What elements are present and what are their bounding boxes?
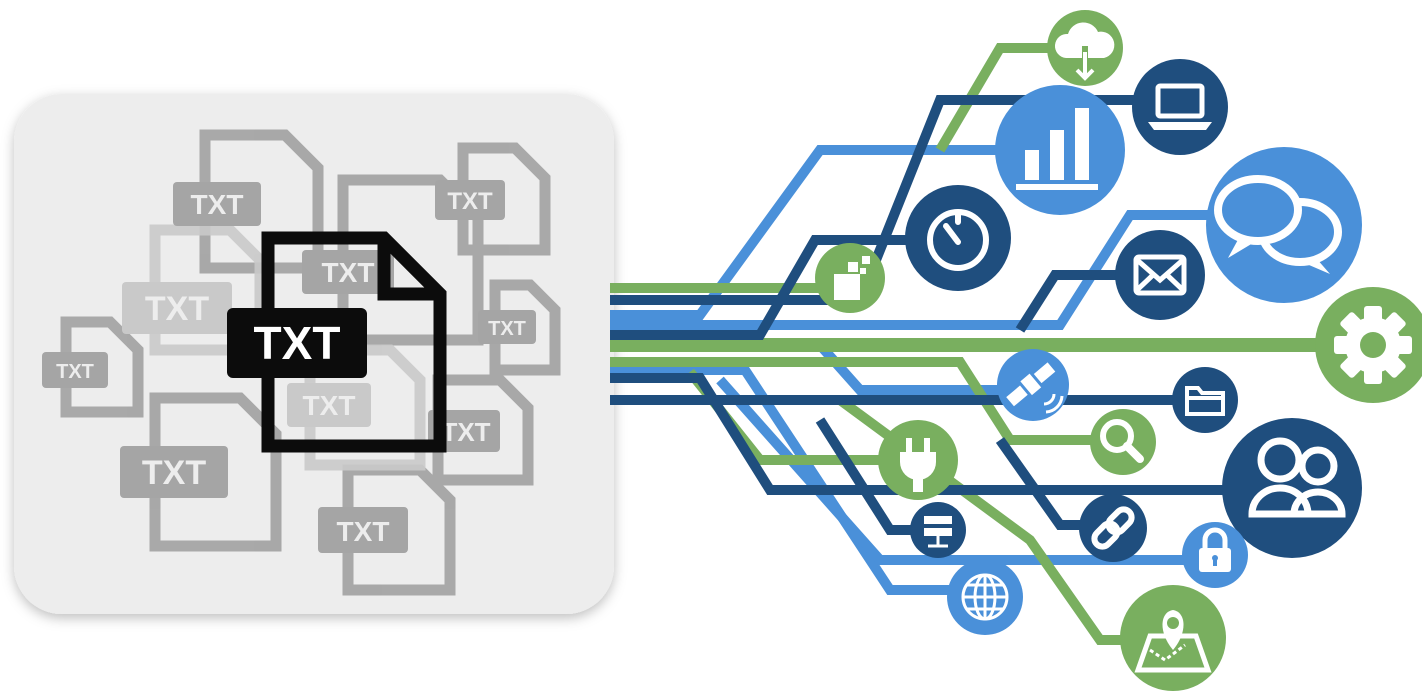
satellite-icon	[997, 349, 1069, 421]
txt-label-plate	[287, 383, 371, 427]
txt-label-plate	[302, 250, 394, 294]
txt-document-icon	[60, 316, 144, 418]
txt-document-icon	[489, 279, 561, 376]
txt-document-icon	[432, 374, 534, 486]
txt-label: TXT	[56, 361, 94, 383]
envelope-icon	[1115, 230, 1205, 320]
txt-label: TXT	[337, 516, 390, 547]
cloud-download-icon	[1047, 10, 1123, 86]
main-txt-label: TXT	[254, 317, 341, 369]
search-icon	[1090, 409, 1156, 475]
bar-chart-icon	[995, 85, 1125, 215]
txt-label: TXT	[303, 390, 356, 421]
server-icon	[910, 502, 966, 558]
txt-label: TXT	[441, 417, 490, 447]
txt-label: TXT	[322, 257, 375, 288]
timer-icon	[905, 185, 1011, 291]
txt-label: TXT	[191, 189, 244, 220]
txt-document-icon	[199, 129, 324, 274]
txt-label: TXT	[447, 188, 493, 215]
txt-document-icon	[149, 392, 282, 552]
txt-document-icon	[261, 231, 447, 453]
map-pin-icon	[1120, 585, 1226, 691]
txt-label-plate	[435, 180, 505, 220]
txt-label-plate	[120, 446, 228, 498]
users-icon	[1222, 418, 1362, 558]
icon-nodes	[815, 10, 1422, 691]
folder-icon	[1172, 367, 1238, 433]
document-corner-fold	[377, 238, 440, 301]
lock-icon	[1182, 522, 1248, 588]
chat-bubbles-icon	[1206, 147, 1362, 303]
txt-label: TXT	[488, 318, 526, 340]
laptop-icon	[1132, 59, 1228, 155]
txt-panel: TXT TXT TXT TXT TXT TXT TXT TXT TXT TXT	[14, 94, 614, 614]
txt-label-plate	[42, 352, 108, 388]
globe-icon	[947, 559, 1023, 635]
txt-label-plate	[122, 282, 232, 334]
txt-label-plate	[318, 507, 408, 553]
gear-icon	[1315, 287, 1422, 403]
link-icon	[1079, 494, 1147, 562]
txt-label-plate	[478, 310, 536, 344]
txt-document-icon	[457, 142, 551, 256]
txt-label: TXT	[142, 454, 206, 492]
txt-label: TXT	[145, 290, 209, 328]
main-txt-document: TXT	[227, 231, 447, 453]
txt-label-plate	[173, 182, 261, 226]
main-txt-label-plate	[227, 308, 367, 378]
blocks-icon	[815, 243, 885, 313]
plug-icon	[878, 420, 958, 500]
